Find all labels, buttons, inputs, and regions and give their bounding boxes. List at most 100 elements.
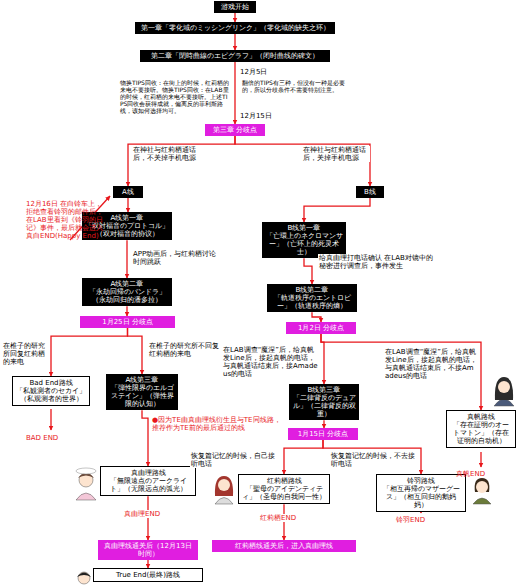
edge-label: 给真由理打电话确认 在LAB对镜中的秘密进行调查后，事件发生 [318,254,440,270]
branch-bar: 红莉栖线通关后，进入真由理线 [212,540,356,552]
flow-arrow [323,420,324,428]
branch-bar: 1月15日 分歧点 [288,428,358,440]
node-title: Bad End路线 [16,379,86,387]
start-box: 游戏开始 [214,1,256,13]
flow-arrow [323,440,421,474]
flow-arrow [128,328,143,374]
node-subtitle: 「軌道秩序のエントロピー」（轨道秩序的熵） [270,294,354,310]
node-title: 真由理路线 [104,469,192,477]
node-title: 第三章 分歧点 [208,126,262,134]
note-label: 翻倍的TIPS有三种，但没有一种是必要的，所以分歧条件不需要特别注意。 [242,80,352,94]
node-subtitle: 「弾性限界のエルゴステイン」（弹性界限的认知） [109,384,175,408]
branch-bar: 1月2日 分歧点 [286,322,356,334]
node-title: 真帆路线 [450,413,512,421]
branch-bar: 第三章 分歧点 [205,124,265,136]
ending-route-box: Bad End路线「私観測者のセカイ」（私观测者的世界） [12,376,90,406]
flow-arrow [234,13,235,22]
ending-route-box: 红莉栖路线「聖母のアイデンティティ」（圣母的自我同一性） [238,474,330,504]
suzuha-figure [473,478,491,504]
node-title: True End(最终)路线 [97,571,199,579]
kurisu-figure [215,476,233,504]
flow-arrow [234,62,235,124]
flow-arrow [283,504,284,540]
ending-route-box: 铃羽路线「相互再帰のマザーグース」（相互回归的鹅妈妈） [376,474,466,512]
edge-label: 在LAB调查“魔涅”后，给真帆发Line后，接起真帆的电话，与真帆通话结束后，不… [384,348,478,380]
node-title: B线第三章 [292,386,356,394]
end-arrow [480,452,481,467]
edge-label: 在神社与红莉栖通话后，不关掉手机电源 [132,146,198,162]
end-arrows [51,196,481,513]
node-title: 第一章「零化域のミッシングリンク」（零化域的缺失之环） [138,24,332,32]
chapter-box: B线第一章「亡環上のネクロマンサー」（亡环上的死灵术士） [262,222,346,258]
flow-arrow [147,560,148,568]
chapter-box: A线第三章「弾性限界のエルゴステイン」（弹性界限的认知） [106,374,178,410]
flow-arrow [235,136,370,186]
flow-arrow [147,496,148,540]
edge-label: 红莉栖END [259,514,311,522]
edge-label: APP动画后，与红莉栖讨论时间跳跃 [132,250,224,266]
flow-arrow [284,440,323,474]
flow-arrow [142,410,148,466]
node-subtitle: 「亡環上のネクロマンサー」（亡环上的死灵术士） [265,232,343,256]
chapter-box: 第一章「零化域のミッシングリンク」（零化域的缺失之环） [135,22,335,34]
chapter-box: A线第二章「永劫回帰のパンドラ」（永劫回归的潘多拉） [82,278,172,306]
node-subtitle: 「私観測者のセカイ」（私观测者的世界） [16,387,86,403]
node-title: 第二章「閉時曲線のエピグラフ」（闭时曲线的碑文） [143,52,327,60]
flow-arrow [234,34,235,50]
node-title: A线第三章 [109,376,175,384]
node-title: 游戏开始 [217,3,253,11]
flow-arrow [304,198,370,222]
node-subtitle: 「二律背反のデュアル」（二律背反的双重） [292,394,356,418]
chapter-box: B线第三章「二律背反のデュアル」（二律背反的双重） [289,384,359,420]
edge-label: 在LAB调查“魔涅”后，给真帆发Line后，接起真帆的电话，与真帆通话结束后，接… [222,346,320,378]
node-title: B线第一章 [265,224,343,232]
node-title: 红莉栖路线 [242,477,326,485]
flow-arrow [51,328,128,376]
flow-arrow [127,198,128,212]
node-title: B线第二章 [270,286,354,294]
node-title: 铃羽路线 [380,477,462,485]
node-title: B线 [359,188,381,196]
flow-arrow [126,240,127,278]
node-title: 1月25日 分歧点 [83,318,172,326]
note-label: 真帆END [456,470,506,478]
node-title: A线第二章 [85,280,169,288]
node-title: 1月2日 分歧点 [289,324,353,332]
node-title: 真由理线通关后（12月13日时间） [101,542,195,558]
ending-route-box: 真帆路线「存在証明のオートマトン」（存在证明的自动机） [446,410,516,448]
edge-label: 在神社与红莉栖通话后，关掉手机电源 [302,146,370,162]
branch-bar: 真由理线通关后（12月13日时间） [98,540,198,560]
edge-label: 恢复篇记忆的时候，自己接听电话 [190,452,282,468]
route-box: B线 [356,186,384,198]
trueend-figure [77,572,91,584]
chapter-box: 第二章「閉時曲線のエピグラフ」（闭时曲线的碑文） [140,50,330,62]
node-title: A线 [116,188,140,196]
edge-label: 恢复篇记忆的时候，不去接听电话 [330,452,418,468]
edge-label: 在椎子的研究所回复红莉栖的来电 [2,342,50,366]
note-label: 物换TIPS回收：在街上的时候，红莉栖的来电不要接听。物换TIPS回收：在LAB… [120,80,230,114]
ending-route-box: True End(最终)路线 [93,568,203,582]
node-title: 1月15日 分歧点 [291,430,355,438]
note-label: ●因为TE由真由理线衍生且与TE同线路，推荐作为TE前的最后通过的线 [152,416,282,432]
note-label: 铃羽END [396,516,446,524]
ending-route-box: 真由理路线「無限遠点のアークライト」（无限远点的弧光） [100,466,196,496]
node-subtitle: 「存在証明のオートマトン」（存在证明的自动机） [450,421,512,445]
flow-arrow [126,306,127,316]
flow-arrow [128,136,235,186]
note-label: 12月15日 [240,112,284,120]
chapter-box: B线第二章「軌道秩序のエントロピー」（轨道秩序的熵） [267,284,357,312]
note-label: 12月16日 在白铃车上，拒绝查看铃羽的邮件后，在LAB里看到《铃羽的日记》事件… [26,200,106,240]
node-subtitle: 「永劫回帰のパンドラ」（永劫回归的潘多拉） [85,288,169,304]
node-title: 红莉栖线通关后，进入真由理线 [215,542,353,550]
maho-figure [494,377,514,406]
flow-arrow [312,312,321,322]
edge-label: 在椎子的研究所不回复红莉栖的来电 [148,342,220,358]
node-subtitle: 「無限遠点のアークライト」（无限远点的弧光） [104,477,192,493]
note-label: BAD END [26,434,76,442]
note-label: 12月5日 [240,68,280,76]
node-subtitle: 「相互再帰のマザーグース」（相互回归的鹅妈妈） [380,485,462,509]
route-box: A线 [113,186,143,198]
node-subtitle: 「聖母のアイデンティティ」（圣母的自我同一性） [242,485,326,501]
mayuri-figure [76,468,96,500]
